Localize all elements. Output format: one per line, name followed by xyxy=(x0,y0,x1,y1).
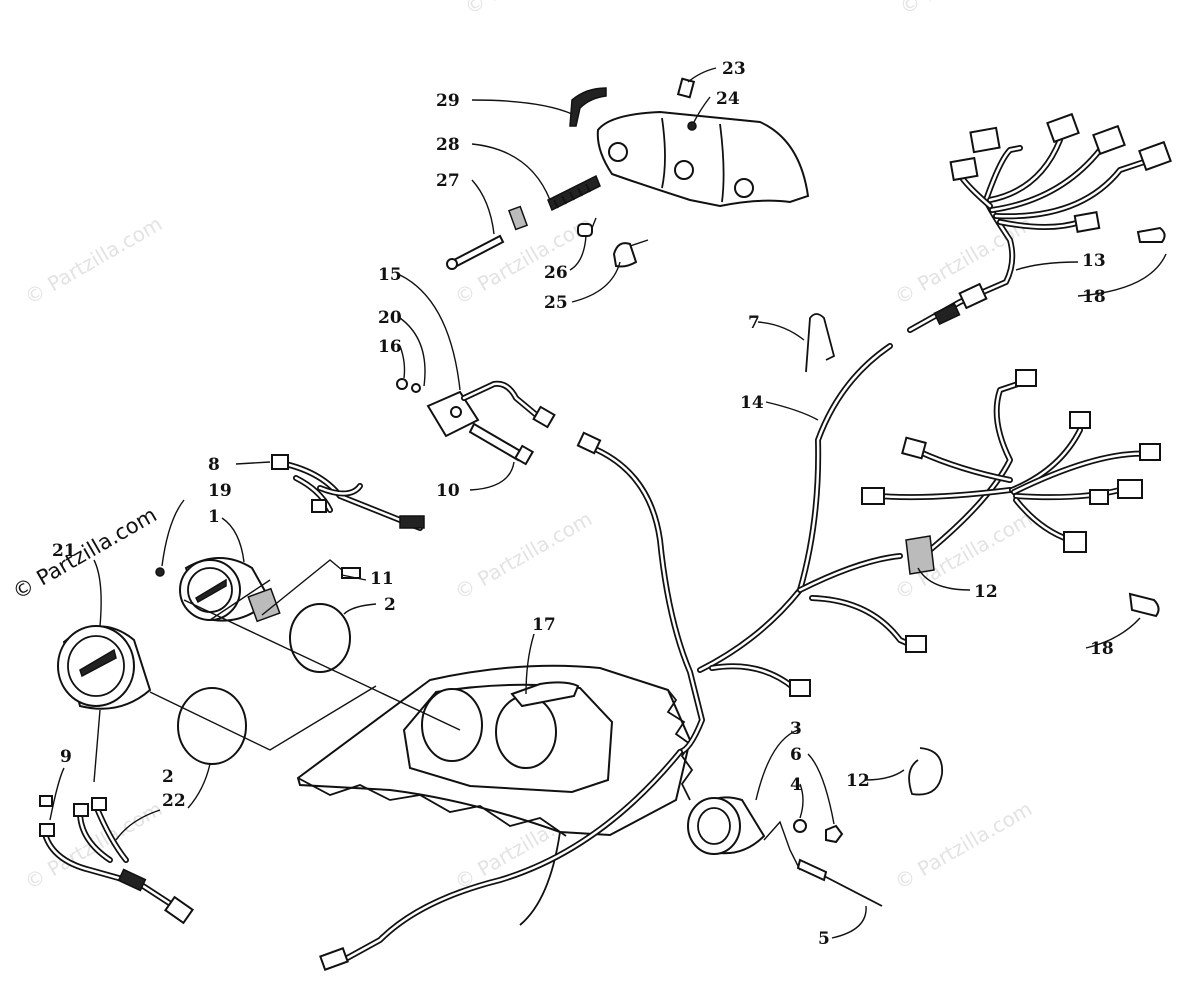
speedo-harness-22 xyxy=(39,795,194,925)
callouts: 23 24 29 28 27 26 25 15 20 16 10 8 19 1 … xyxy=(52,59,1114,949)
callout-1: 1 xyxy=(208,507,220,527)
callout-7: 7 xyxy=(748,313,760,333)
callout-4: 4 xyxy=(790,775,802,795)
callout-18b: 18 xyxy=(1090,639,1114,659)
callout-12a: 12 xyxy=(974,582,998,602)
temp-gauge xyxy=(687,797,741,855)
washer-16 xyxy=(396,378,408,390)
watermark: © Partzilla.com xyxy=(896,0,1042,19)
callout-2b: 2 xyxy=(162,767,174,787)
bulb-26 xyxy=(577,223,593,237)
callout-14: 14 xyxy=(740,393,764,413)
callout-21: 21 xyxy=(52,541,76,561)
callout-6: 6 xyxy=(790,745,802,765)
callout-12b: 12 xyxy=(846,771,870,791)
nut-plate xyxy=(507,205,529,231)
screw-24 xyxy=(687,121,697,131)
headlight-assembly xyxy=(446,77,810,270)
dash-panel xyxy=(296,664,694,926)
callout-22-visible: 22 xyxy=(162,791,186,811)
callout-26: 26 xyxy=(544,263,568,283)
callout-24: 24 xyxy=(716,89,740,109)
callout-10: 10 xyxy=(436,481,460,501)
callout-2a: 2 xyxy=(384,595,396,615)
bolt-10 xyxy=(468,422,524,462)
regulator xyxy=(396,378,556,466)
callout-11: 11 xyxy=(370,569,394,589)
gauge-hole-right xyxy=(495,695,557,769)
main-harness xyxy=(319,112,1172,971)
gauge-group xyxy=(57,557,461,783)
callout-17: 17 xyxy=(532,615,556,635)
callout-29: 29 xyxy=(436,91,460,111)
callout-28: 28 xyxy=(436,135,460,155)
watermark: © Partzilla.com xyxy=(891,796,1037,894)
gasket-strip xyxy=(569,87,607,127)
cable-5 xyxy=(796,858,828,882)
callout-25: 25 xyxy=(544,293,568,313)
watermark: © Partzilla.com xyxy=(21,211,167,309)
callout-18a: 18 xyxy=(1082,287,1106,307)
cable-clip-7 xyxy=(805,313,836,373)
washer-20 xyxy=(411,383,421,393)
gauge-harness-8 xyxy=(155,454,425,579)
clip-23 xyxy=(676,77,696,99)
nut-6 xyxy=(825,824,844,844)
watermark: © Partzilla.com xyxy=(451,506,597,604)
callout-13: 13 xyxy=(1082,251,1106,271)
callout-20: 20 xyxy=(378,308,402,328)
bezel-2-top xyxy=(289,603,351,673)
temp-gauge-group xyxy=(687,796,883,907)
leader-lines xyxy=(49,67,1167,939)
bulb-18-top xyxy=(1136,226,1166,243)
callout-19: 19 xyxy=(208,481,232,501)
callout-27: 27 xyxy=(436,171,460,191)
callout-15: 15 xyxy=(378,265,402,285)
callout-5: 5 xyxy=(818,929,830,949)
washer-4 xyxy=(793,819,807,833)
bezel-2-bottom xyxy=(177,687,247,765)
side-watermark: © Partzilla.com xyxy=(9,503,161,605)
gauge-hole-left xyxy=(421,688,483,762)
ring-12 xyxy=(908,747,943,796)
callout-3: 3 xyxy=(790,719,802,739)
callout-9: 9 xyxy=(60,747,72,767)
watermark: © Partzilla.com xyxy=(461,0,607,19)
bulb-socket-25 xyxy=(612,242,638,268)
bulb-18-right xyxy=(1128,592,1160,618)
callout-16: 16 xyxy=(378,337,402,357)
callout-8: 8 xyxy=(208,455,220,475)
callout-23: 23 xyxy=(722,59,746,79)
